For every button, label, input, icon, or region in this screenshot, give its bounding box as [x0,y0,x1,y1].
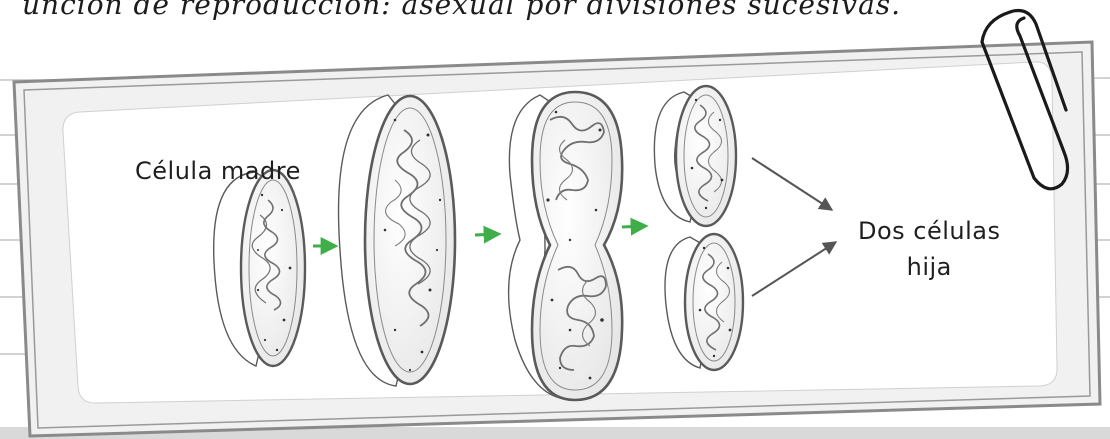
label-mother-cell: Célula madre [135,157,301,185]
arrow-green-3 [622,226,645,227]
label-daughter-cells: Dos células hija [858,213,1001,285]
cell-growing [339,95,455,386]
label-daughter-line2: hija [858,249,1001,285]
label-daughter-line1: Dos células [858,213,1001,249]
cell-daughter-top [654,86,736,226]
cell-dividing [509,92,623,400]
arrow-green-2 [475,234,498,235]
